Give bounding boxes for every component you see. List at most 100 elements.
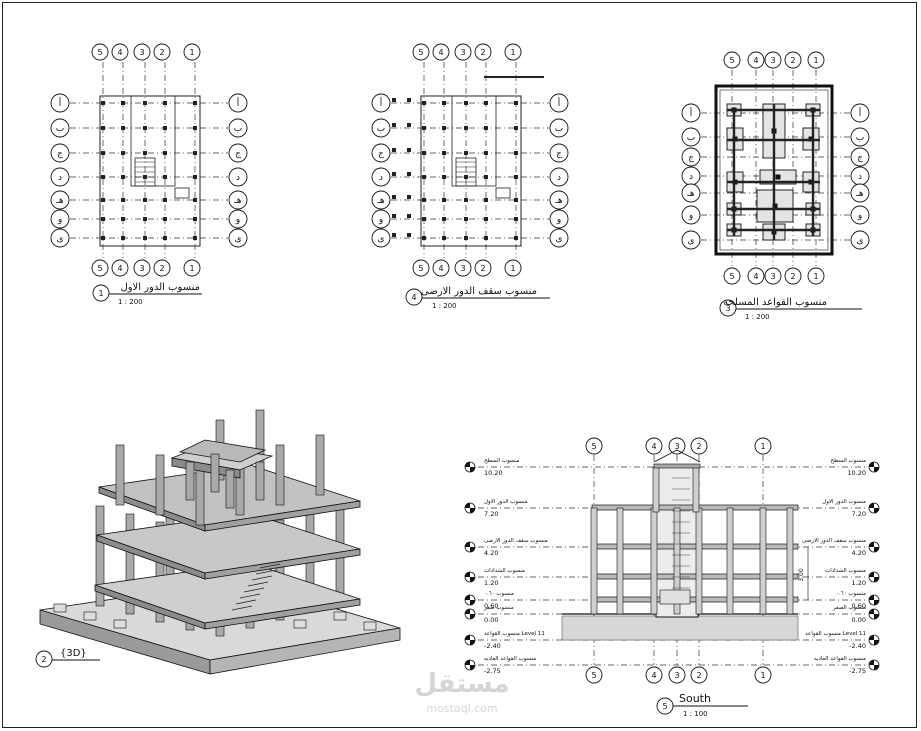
- column-mark: [484, 217, 488, 221]
- column-mark: [392, 233, 396, 237]
- floor-slab-edge: [204, 500, 361, 532]
- grid-bubble-left: هـ: [50, 190, 70, 210]
- grid-bubble-label: 5: [418, 48, 423, 57]
- grid-bubble-label: 1: [813, 272, 818, 281]
- grid-bubble-label: ج: [57, 149, 63, 159]
- level-marker: [464, 659, 476, 671]
- footing: [83, 611, 97, 621]
- grid-bubble-label: 5: [729, 272, 734, 281]
- footing: [333, 611, 347, 621]
- grid-bubble-right: هـ: [549, 190, 569, 210]
- level-name-left: منسوب الشدادات: [484, 568, 525, 574]
- grid-bubble-right: د: [549, 167, 569, 187]
- column-mark: [442, 151, 446, 155]
- grid-bubble-label: 5: [97, 264, 102, 273]
- column: [255, 461, 265, 501]
- column-mark: [407, 172, 411, 176]
- column-mark: [464, 101, 468, 105]
- grid-bubble-label: ب: [377, 124, 385, 134]
- column-mark: [392, 123, 396, 127]
- level-name-left: منسوب القواعد Level 11: [484, 631, 545, 637]
- grid-bubble-left: أ: [371, 93, 391, 113]
- column: [759, 507, 767, 615]
- column-mark: [193, 175, 197, 179]
- level-name-right: منسوب الصفر: [832, 605, 866, 611]
- column-mark: [464, 217, 468, 221]
- level-marker: [464, 571, 476, 583]
- grid-bubble-label: ب: [56, 124, 64, 134]
- column-mark: [121, 151, 125, 155]
- grid-bubble-left: ى: [371, 228, 391, 248]
- grid-bubble-top: 4: [645, 437, 663, 455]
- grid-bubble-label: 2: [696, 671, 701, 680]
- grid-bubble-label: أ: [690, 107, 693, 119]
- column: [650, 507, 658, 615]
- grid-bubble-top: 5: [585, 437, 603, 455]
- column-mark: [121, 198, 125, 202]
- column-mark: [392, 148, 396, 152]
- column: [210, 453, 220, 493]
- stair-step: [255, 569, 277, 575]
- column-mark: [407, 233, 411, 237]
- stair-step: [235, 599, 257, 605]
- grid-bubble-label: د: [858, 172, 862, 182]
- column: [726, 507, 734, 615]
- grid-bubble-bottom: 1: [754, 666, 772, 684]
- column-mark: [101, 151, 105, 155]
- column-mark: [407, 123, 411, 127]
- level-marker: [868, 634, 880, 646]
- grid-bubble-label: 2: [480, 264, 485, 273]
- grid-bubble-label: 4: [753, 272, 758, 281]
- column-mark: [514, 101, 518, 105]
- level-marker: [464, 461, 476, 473]
- view-scale: 1 : 200: [118, 298, 143, 306]
- column-mark: [422, 175, 426, 179]
- grid-bubble-label: ب: [687, 133, 695, 143]
- grid-bubble-label: 5: [662, 702, 667, 711]
- grid-bubble-left: أ: [50, 93, 70, 113]
- grid-bubble-label: 4: [117, 48, 122, 57]
- grid-bubble-top: 4: [747, 51, 765, 69]
- grid-bubble-right: و: [228, 209, 248, 229]
- column: [695, 507, 703, 615]
- stair-step: [247, 581, 269, 587]
- column-mark: [422, 126, 426, 130]
- grid-bubble-label: ى: [234, 234, 241, 244]
- column: [155, 454, 165, 516]
- column-mark: [484, 236, 488, 240]
- column-mark: [392, 98, 396, 102]
- grid-bubble-bottom: 4: [432, 259, 450, 277]
- column-mark: [484, 198, 488, 202]
- roof-peak: [653, 449, 701, 463]
- column-mark: [101, 217, 105, 221]
- column-mark: [407, 148, 411, 152]
- column-mark: [101, 175, 105, 179]
- column-mark: [143, 175, 147, 179]
- grid-bubble-label: ى: [687, 236, 694, 246]
- column-mark: [143, 151, 147, 155]
- grid-bubble-label: أ: [859, 107, 862, 119]
- column-mark: [442, 198, 446, 202]
- grid-bubble-label: 4: [753, 56, 758, 65]
- grid-bubble-left: هـ: [681, 183, 701, 203]
- grid-bubble-label: 1: [189, 264, 194, 273]
- grid-bubble-label: 3: [770, 56, 775, 65]
- grid-bubble-right: ب: [228, 118, 248, 138]
- column-mark: [514, 126, 518, 130]
- footing: [53, 603, 67, 613]
- grid-bubble-top: 4: [111, 43, 129, 61]
- grid-bubble-label: د: [557, 173, 561, 183]
- column-mark: [163, 151, 167, 155]
- grid-bubble-top: 4: [432, 43, 450, 61]
- level-name-left: منسوب سقف الدور الارضى: [484, 538, 548, 544]
- grid-bubble-top: 5: [412, 43, 430, 61]
- isometric-3d-view: [39, 409, 401, 675]
- grid-bubble-label: 3: [725, 304, 730, 313]
- grid-bubble-label: د: [379, 173, 383, 183]
- grid-bubble-label: هـ: [554, 196, 563, 206]
- view-number-bubble: 4: [405, 288, 423, 306]
